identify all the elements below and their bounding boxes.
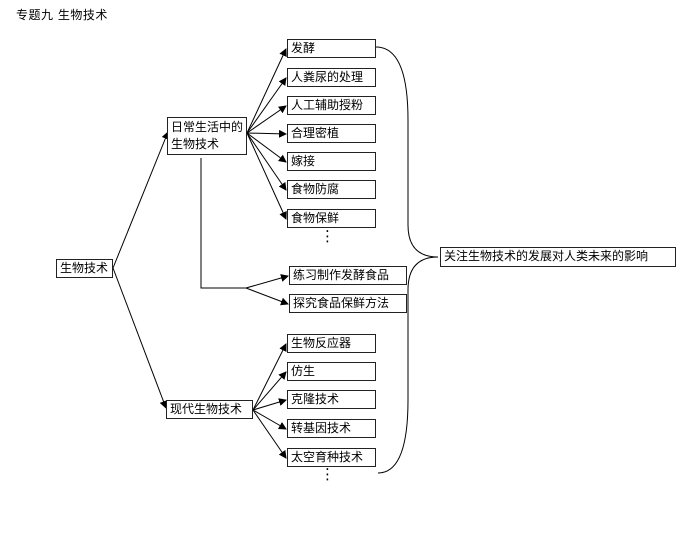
daily-item: 人工辅助授粉 xyxy=(287,96,376,115)
daily-item: 食物保鲜 xyxy=(287,209,376,228)
modern-item: 克隆技术 xyxy=(287,390,376,409)
daily-item: 嫁接 xyxy=(287,152,376,171)
daily-item: 食物防腐 xyxy=(287,180,376,199)
practice-item: 探究食品保鲜方法 xyxy=(289,294,407,313)
daily-item: 人粪尿的处理 xyxy=(287,68,376,87)
modern-item: 生物反应器 xyxy=(287,334,376,353)
modern-ellipsis: ⋮ xyxy=(320,465,335,483)
daily-ellipsis: ⋮ xyxy=(320,227,335,245)
practice-item: 练习制作发酵食品 xyxy=(289,266,407,285)
root-node: 生物技术 xyxy=(56,259,113,278)
modern-item: 仿生 xyxy=(287,362,376,381)
daily-item: 合理密植 xyxy=(287,124,376,143)
modern-item: 转基因技术 xyxy=(287,419,376,438)
conclusion-node: 关注生物技术的发展对人类未来的影响 xyxy=(440,247,676,267)
modern-biotech-node: 现代生物技术 xyxy=(166,400,253,419)
page-title: 专题九 生物技术 xyxy=(16,8,108,22)
daily-biotech-node: 日常生活中的生物技术 xyxy=(167,117,247,155)
modern-item: 太空育种技术 xyxy=(287,448,376,467)
daily-item: 发酵 xyxy=(287,39,376,58)
